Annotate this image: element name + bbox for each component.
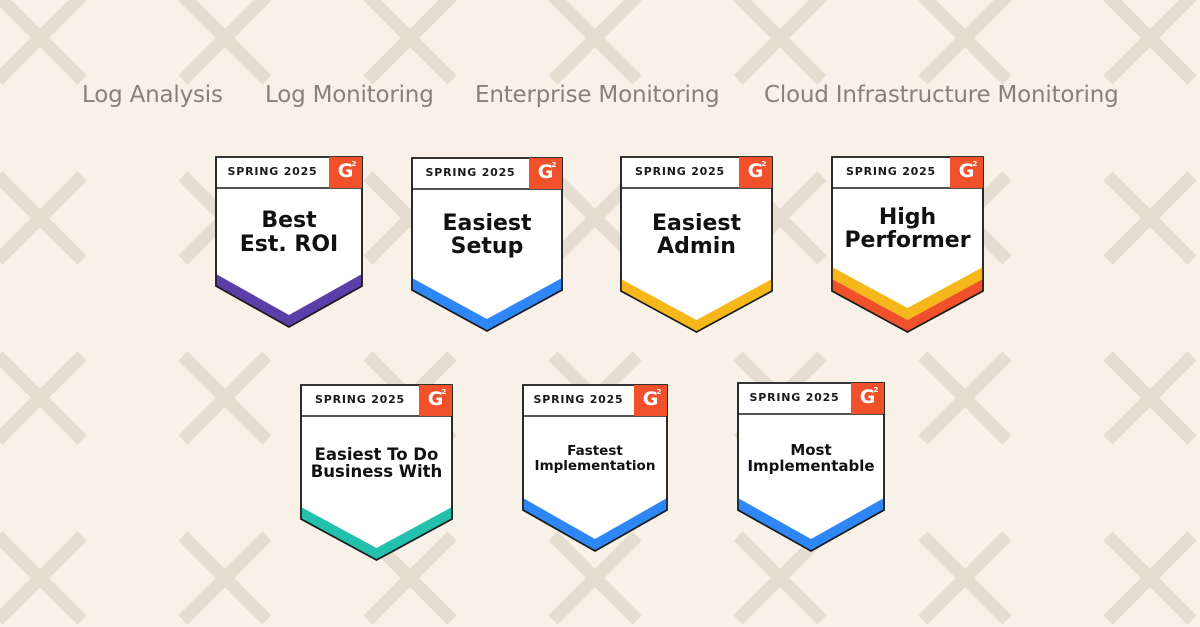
badge-season: SPRING 2025 <box>634 165 726 178</box>
category-log-analysis: Log Analysis <box>82 82 223 108</box>
badge-title-line: Performer <box>844 228 971 254</box>
badge-shield <box>831 156 984 333</box>
badge-title-line: Admin <box>657 234 736 260</box>
category-enterprise-monitoring: Enterprise Monitoring <box>475 82 720 108</box>
x-mark-icon <box>0 351 87 445</box>
x-mark-icon <box>0 0 87 85</box>
category-cloud-infrastructure-monitoring: Cloud Infrastructure Monitoring <box>764 82 1119 108</box>
category-log-monitoring: Log Monitoring <box>265 82 434 108</box>
x-mark-icon <box>0 531 87 625</box>
badge-accent-band <box>738 498 884 551</box>
badge-accent-band <box>832 279 983 332</box>
badge-season: SPRING 2025 <box>533 393 624 406</box>
badge-accent-band <box>301 507 452 560</box>
x-mark-icon <box>363 0 457 85</box>
badge-title-line: Most <box>790 440 832 459</box>
x-mark-icon <box>178 531 272 625</box>
x-mark-icon <box>918 351 1012 445</box>
badge-shield <box>737 382 885 552</box>
x-mark-icon <box>918 531 1012 625</box>
badge-shield <box>411 157 563 332</box>
badge-shield <box>215 156 363 328</box>
x-mark-icon <box>178 351 272 445</box>
badge-title-line: Easiest <box>442 210 532 236</box>
badge-shield <box>300 384 453 561</box>
badge-shield <box>522 384 668 552</box>
x-mark-icon <box>548 531 642 625</box>
badge-season: SPRING 2025 <box>227 165 318 178</box>
badge-title-line: Implementation <box>534 457 656 474</box>
x-mark-icon <box>918 0 1012 85</box>
badge-accent-band <box>216 274 362 327</box>
badge-season: SPRING 2025 <box>314 393 406 406</box>
badge-title-line: High <box>878 204 937 230</box>
badge-title-line: Best <box>261 208 317 234</box>
badge-title-line: Est. ROI <box>239 231 339 257</box>
badge-title-line: Setup <box>450 234 524 260</box>
x-mark-icon <box>733 0 827 85</box>
x-mark-icon <box>1103 171 1197 265</box>
badge-title-line: Business With <box>310 462 443 482</box>
x-mark-icon <box>1103 351 1197 445</box>
badge-season: SPRING 2025 <box>845 165 937 178</box>
badge-accent-band <box>412 278 562 331</box>
category-list: Log Analysis Log Monitoring Enterprise M… <box>0 82 1200 116</box>
badge-title-line: Easiest <box>651 210 742 236</box>
badge-accent-band <box>523 498 667 551</box>
badge-title-line: Implementable <box>747 456 875 475</box>
x-mark-icon <box>178 0 272 85</box>
badge-season: SPRING 2025 <box>749 391 840 404</box>
badge-shield <box>620 156 773 333</box>
x-mark-icon <box>1103 0 1197 85</box>
x-mark-icon <box>0 171 87 265</box>
badge-season: SPRING 2025 <box>425 166 516 179</box>
badge-title-line: Fastest <box>567 443 623 460</box>
x-mark-icon <box>548 0 642 85</box>
badge-accent-band <box>832 267 983 320</box>
badge-accent-band <box>621 279 772 332</box>
x-mark-icon <box>1103 531 1197 625</box>
badge-title-line: Easiest To Do <box>314 444 439 464</box>
